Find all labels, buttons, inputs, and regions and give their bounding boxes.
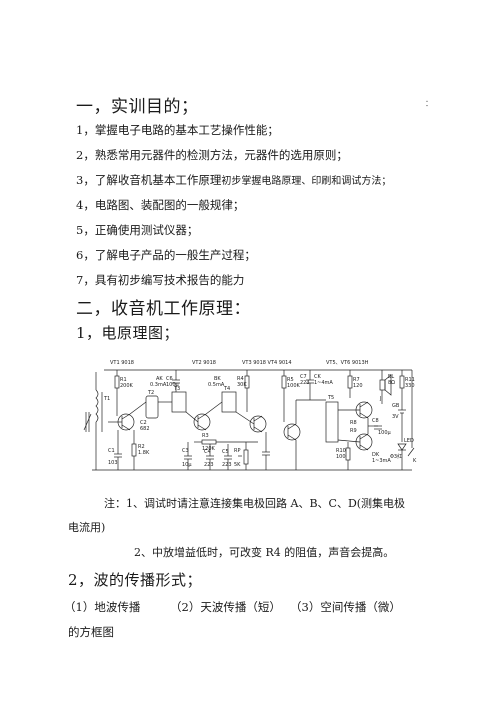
- svg-text:CK: CK: [314, 374, 321, 380]
- vt2-transistor: [193, 413, 211, 431]
- svg-text:R8: R8: [350, 420, 357, 426]
- section1-title: 一，实训目的；: [76, 97, 199, 117]
- svg-text:120: 120: [353, 383, 363, 389]
- svg-text:C5: C5: [222, 449, 229, 455]
- vt6-transistor: [355, 433, 373, 451]
- svg-text:T2: T2: [147, 390, 154, 396]
- svg-text:VT3 9018 VT4 9014: VT3 9018 VT4 9014: [242, 360, 292, 366]
- svg-text:C3: C3: [182, 448, 189, 454]
- svg-text:330: 330: [405, 383, 415, 389]
- svg-text:C8: C8: [372, 418, 379, 424]
- t1-coil: [95, 389, 99, 423]
- svg-text:T5: T5: [327, 395, 334, 401]
- svg-text:C6: C6: [166, 376, 173, 382]
- objective-item-1: 1，掌握电子电路的基本工艺操作性能；: [76, 123, 279, 137]
- svg-text:C4: C4: [204, 449, 211, 455]
- svg-text:223: 223: [222, 462, 232, 468]
- svg-text:682: 682: [140, 426, 150, 432]
- svg-text:R2: R2: [138, 444, 145, 450]
- svg-text:103: 103: [108, 460, 118, 466]
- svg-text:100K: 100K: [287, 383, 301, 389]
- svg-text:100μ: 100μ: [166, 382, 180, 388]
- svg-text:VT2 9018: VT2 9018: [192, 360, 216, 366]
- svg-text:T3: T3: [173, 386, 180, 392]
- t5-transformer: [325, 401, 339, 443]
- svg-text:R1: R1: [120, 377, 127, 383]
- svg-text:30K: 30K: [237, 382, 247, 388]
- svg-text:T1: T1: [103, 396, 110, 402]
- svg-text:5K: 5K: [234, 462, 241, 468]
- svg-text:T4: T4: [223, 386, 230, 392]
- radio-circuit-schematic: VT1 9018 VT2 9018 VT3 9018 VT4 9014 VT5、…: [83, 360, 417, 471]
- svg-text:10μ: 10μ: [182, 462, 192, 468]
- t4-transformer: [221, 391, 237, 413]
- t3-transformer: [171, 391, 187, 413]
- svg-text:DK: DK: [372, 452, 380, 458]
- svg-text:GB: GB: [392, 403, 400, 409]
- svg-text:R3: R3: [202, 433, 209, 439]
- propagation-ground: （1）地波传播: [64, 600, 141, 614]
- svg-text:VT5、VT6 9013H: VT5、VT6 9013H: [326, 360, 369, 366]
- svg-text:BL: BL: [388, 374, 394, 380]
- svg-text:R9: R9: [350, 428, 357, 434]
- svg-text:Φ3红: Φ3红: [390, 453, 402, 460]
- objective-item-7: 7，具有初步编写技术报告的能力: [76, 273, 245, 287]
- svg-text:120K: 120K: [202, 446, 216, 452]
- objective-item-6: 6，了解电子产品的一般生产过程；: [76, 248, 256, 262]
- objective-item-4: 4，电路图、装配图的一般规律；: [76, 198, 245, 212]
- svg-text:LED: LED: [404, 438, 414, 444]
- note-line-1b: 电流用): [68, 521, 106, 534]
- svg-text:100μ: 100μ: [378, 430, 392, 436]
- svg-text:R7: R7: [353, 377, 360, 383]
- svg-text:C7: C7: [300, 374, 307, 380]
- margin-mark: ：: [425, 99, 433, 108]
- objective-item-3-text: 3，了解收音机基本工作原理: [76, 173, 222, 187]
- vt3-transistor: [249, 415, 267, 433]
- vt4-transistor: [283, 423, 301, 441]
- svg-text:1~3mA: 1~3mA: [372, 458, 391, 464]
- objective-item-3-small-text: 初步掌握电路原理、印刷和调试方法；: [221, 176, 392, 187]
- svg-text:R5: R5: [287, 377, 294, 383]
- svg-text:AK: AK: [156, 376, 163, 382]
- speaker: [379, 379, 386, 391]
- propagation-space: （3）空间传播（微）: [290, 600, 401, 614]
- svg-text:J: J: [379, 396, 381, 402]
- svg-text:C1: C1: [108, 448, 115, 454]
- svg-text:200K: 200K: [120, 383, 134, 389]
- svg-text:C2: C2: [140, 420, 147, 426]
- svg-text:8Ω: 8Ω: [388, 380, 395, 386]
- svg-text:R11: R11: [405, 377, 415, 383]
- svg-text:1.8K: 1.8K: [138, 450, 150, 456]
- schematic-heading: 1，电原理图；: [76, 324, 180, 342]
- t2-coil: [145, 395, 159, 419]
- svg-text:R4: R4: [237, 376, 244, 382]
- svg-text:223: 223: [300, 380, 310, 386]
- section2-title: 二，收音机工作原理：: [76, 299, 251, 319]
- svg-text:R10: R10: [336, 448, 346, 454]
- svg-text:3V: 3V: [392, 414, 399, 420]
- led: [397, 443, 407, 451]
- svg-text:RP: RP: [234, 448, 241, 454]
- propagation-sky: （2）天波传播（短）: [170, 600, 281, 614]
- objective-item-5: 5，正确使用测试仪器；: [76, 223, 199, 237]
- svg-text:K: K: [413, 458, 417, 464]
- block-diagram-label: 的方框图: [68, 625, 114, 639]
- objective-item-3: 3，了解收音机基本工作原理初步掌握电路原理、印刷和调试方法；: [76, 172, 391, 188]
- svg-text:100: 100: [336, 454, 346, 460]
- svg-text:1~4mA: 1~4mA: [314, 380, 333, 386]
- svg-text:0.3mA: 0.3mA: [150, 382, 167, 388]
- note-line-2: 2、中放增益低时，可改变 R4 的阻值，声音会提高。: [134, 546, 395, 559]
- svg-text:223: 223: [204, 462, 214, 468]
- propagation-heading: 2，波的传播形式；: [68, 571, 203, 589]
- objective-item-2: 2，熟悉常用元器件的检测方法，元器件的选用原则；: [76, 148, 348, 162]
- svg-text:0.5mA: 0.5mA: [208, 382, 225, 388]
- svg-text:VT1 9018: VT1 9018: [110, 360, 134, 366]
- note-line-1: 注：1、调试时请注意连接集电极回路 A、B、C、D(测集电极: [104, 497, 406, 510]
- svg-text:BK: BK: [214, 376, 221, 382]
